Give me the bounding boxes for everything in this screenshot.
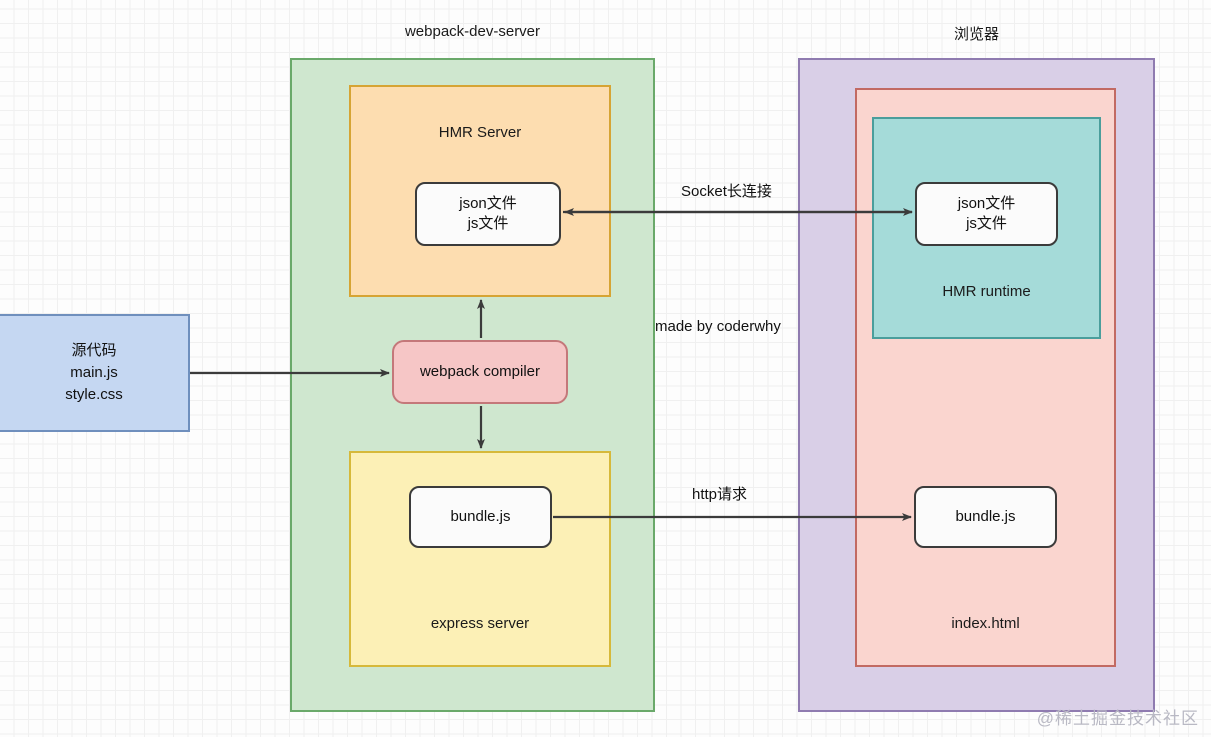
watermark: @稀土掘金技术社区	[1036, 709, 1199, 728]
hmr-runtime-label: HMR runtime	[942, 283, 1031, 300]
index-html-label: index.html	[951, 615, 1020, 632]
source-code-line-1: 源代码	[71, 342, 117, 360]
source-code-node: 源代码 main.js style.css	[0, 314, 190, 432]
express-server-label: express server	[430, 615, 530, 632]
hmr-server-label: HMR Server	[438, 124, 522, 141]
browser-bundle-node: bundle.js	[914, 486, 1057, 548]
browser-title: 浏览器	[953, 26, 999, 43]
source-code-line-3: style.css	[65, 385, 123, 403]
server-bundle-node: bundle.js	[409, 486, 552, 548]
browser-files-line-1: json文件	[957, 194, 1016, 212]
made-by-annotation: made by coderwhy	[655, 318, 781, 335]
server-files-node: json文件 js文件	[415, 182, 561, 246]
source-code-line-2: main.js	[70, 364, 118, 382]
server-bundle-label: bundle.js	[450, 507, 511, 525]
webpack-compiler-node: webpack compiler	[392, 340, 568, 404]
webpack-dev-server-title: webpack-dev-server	[404, 23, 541, 40]
browser-files-node: json文件 js文件	[915, 182, 1058, 246]
http-edge-label: http请求	[692, 486, 748, 503]
server-files-line-2: js文件	[467, 215, 509, 232]
server-files-line-1: json文件	[459, 194, 517, 212]
express-server-container	[349, 451, 611, 667]
browser-bundle-label: bundle.js	[955, 507, 1016, 525]
socket-edge-label: Socket长连接	[681, 183, 772, 200]
webpack-compiler-label: webpack compiler	[419, 362, 541, 380]
browser-files-line-2: js文件	[966, 215, 1007, 232]
